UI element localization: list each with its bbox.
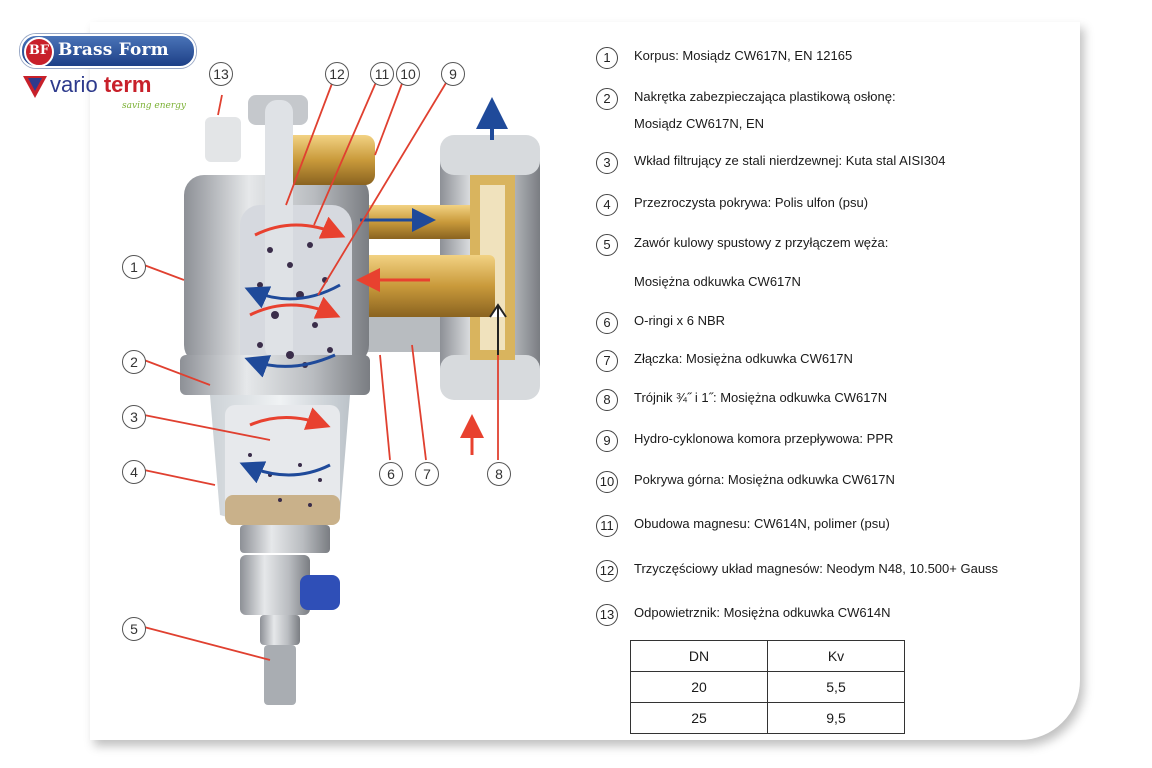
cell-kv: 5,5 [767, 671, 905, 703]
legend-number: 8 [596, 389, 618, 411]
callout-4: 4 [122, 460, 146, 484]
legend-number: 6 [596, 312, 618, 334]
legend-text: Trójnik ¾˝ i 1˝: Mosiężna odkuwka CW617N [634, 390, 888, 405]
brass-form-logo: BF Brass Form [20, 34, 196, 68]
flow-direction-arrow [489, 303, 507, 355]
header-kv: Kv [767, 640, 905, 672]
legend-text-continued: Mosiądz CW617N, EN [634, 116, 765, 131]
legend-number: 2 [596, 88, 618, 110]
vario-term-logo-icon [23, 76, 47, 98]
callout-9: 9 [441, 62, 465, 86]
filter-cutaway-illustration [143, 72, 540, 705]
table-row: 25 9,5 [630, 702, 905, 734]
legend-number: 4 [596, 194, 618, 216]
callout-7: 7 [415, 462, 439, 486]
filter-body [184, 95, 375, 380]
callout-2: 2 [122, 350, 146, 374]
legend-text: Hydro-cyklonowa komora przepływowa: PPR [634, 431, 894, 446]
legend-text: Korpus: Mosiądz CW617N, EN 12165 [634, 48, 853, 63]
legend-text: Pokrywa górna: Mosiężna odkuwka CW617N [634, 472, 895, 487]
vario-term-name: vario term [50, 72, 152, 97]
leader-lines [143, 72, 499, 661]
protective-nut [180, 355, 370, 395]
callout-11: 11 [370, 62, 394, 86]
cell-kv: 9,5 [767, 702, 905, 734]
dn-kv-table: DN Kv 20 5,5 25 9,5 [630, 640, 905, 734]
legend-text-continued: Mosiężna odkuwka CW617N [634, 274, 801, 289]
legend-number: 10 [596, 471, 618, 493]
legend-number: 13 [596, 604, 618, 626]
legend-text: Nakrętka zabezpieczająca plastikową osło… [634, 89, 896, 104]
callout-6: 6 [379, 462, 403, 486]
logos: BF Brass Form vario term saving energy [18, 30, 198, 120]
legend-number: 12 [596, 560, 618, 582]
legend-text: Przezroczysta pokrywa: Polis ulfon (psu) [634, 195, 869, 210]
callout-5: 5 [122, 617, 146, 641]
drain-valve [240, 525, 340, 705]
brass-form-emblem: BF [24, 37, 54, 67]
legend-number: 1 [596, 47, 618, 69]
callout-13: 13 [209, 62, 233, 86]
legend-text: Wkład filtrujący ze stali nierdzewnej: K… [634, 153, 946, 168]
legend-number: 11 [596, 515, 618, 537]
legend-text: O-ringi x 6 NBR [634, 313, 726, 328]
legend-number: 7 [596, 350, 618, 372]
table-header-row: DN Kv [630, 640, 905, 672]
cell-dn: 25 [630, 702, 768, 734]
callout-3: 3 [122, 405, 146, 429]
vario-term-tagline: saving energy [122, 101, 186, 111]
header-dn: DN [630, 640, 768, 672]
legend-text: Złączka: Mosiężna odkuwka CW617N [634, 351, 853, 366]
legend-text: Trzyczęściowy układ magnesów: Neodym N48… [634, 561, 999, 576]
legend-number: 3 [596, 152, 618, 174]
legend-number: 5 [596, 234, 618, 256]
callout-12: 12 [325, 62, 349, 86]
legend-text: Obudowa magnesu: CW614N, polimer (psu) [634, 516, 890, 531]
callout-1: 1 [122, 255, 146, 279]
callout-10: 10 [396, 62, 420, 86]
legend-text: Zawór kulowy spustowy z przyłączem węża: [634, 235, 889, 250]
flow-arrows [239, 208, 436, 484]
cell-dn: 20 [630, 671, 768, 703]
table-row: 20 5,5 [630, 671, 905, 703]
legend-number: 9 [596, 430, 618, 452]
legend-text: Odpowietrznik: Mosiężna odkuwka CW614N [634, 605, 891, 620]
callout-8: 8 [487, 462, 511, 486]
brass-form-name: Brass Form [58, 40, 169, 60]
transparent-bowl [210, 395, 350, 525]
